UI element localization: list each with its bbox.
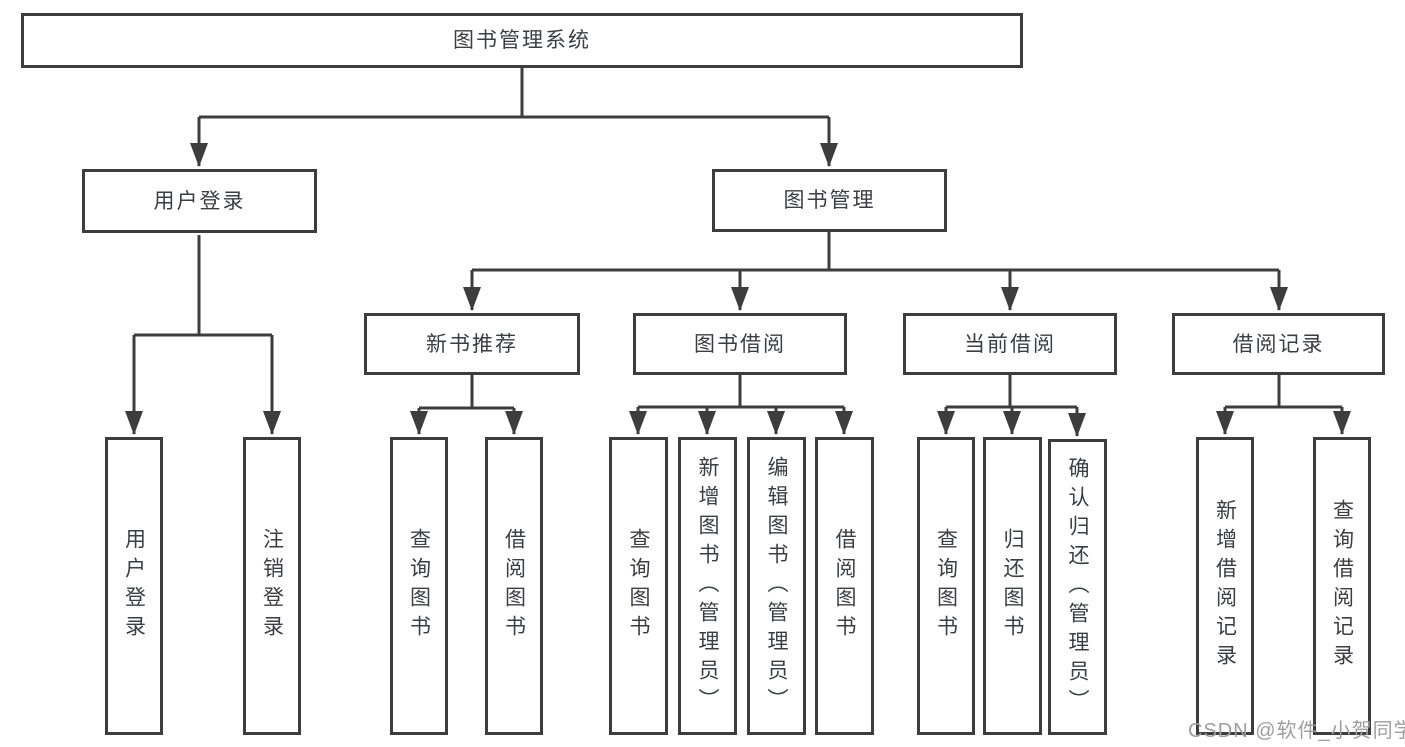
node-borrowing-records: 借阅记录: [1172, 313, 1385, 375]
leaf-query-books-borrowing-label: 查询图书: [627, 528, 650, 644]
leaf-query-books-current-label: 查询图书: [934, 528, 958, 644]
leaf-add-borrow-record-label: 新增借阅记录: [1213, 499, 1237, 673]
leaf-query-borrow-record-label: 查询借阅记录: [1330, 499, 1354, 673]
leaf-logout: 注销登录: [243, 437, 301, 735]
leaf-confirm-return-admin-label: 确认归还（管理员）: [1066, 456, 1089, 718]
leaf-return-books: 归还图书: [983, 437, 1042, 735]
leaf-borrow-books-borrowing: 借阅图书: [815, 437, 874, 735]
leaf-logout-label: 注销登录: [260, 528, 284, 644]
node-book-borrowing: 图书借阅: [633, 313, 847, 375]
leaf-borrow-books-borrowing-label: 借阅图书: [833, 528, 856, 644]
leaf-query-books-recommend-label: 查询图书: [407, 528, 431, 644]
node-new-book-recommend-label: 新书推荐: [426, 332, 518, 356]
connector-arrows: [125, 117, 1351, 437]
node-book-management: 图书管理: [712, 169, 947, 232]
node-borrowing-records-label: 借阅记录: [1232, 332, 1325, 356]
leaf-add-borrow-record: 新增借阅记录: [1196, 437, 1254, 735]
leaf-edit-books-admin: 编辑图书（管理员）: [747, 437, 806, 735]
leaf-add-books-admin-label: 新增图书（管理员）: [696, 455, 719, 717]
leaf-edit-books-admin-label: 编辑图书（管理员）: [765, 455, 788, 717]
node-current-borrowing-label: 当前借阅: [964, 332, 1056, 356]
node-user-login: 用户登录: [82, 169, 317, 233]
leaf-query-books-recommend: 查询图书: [390, 437, 448, 735]
node-user-login-label: 用户登录: [153, 189, 246, 213]
leaf-query-borrow-record: 查询借阅记录: [1313, 437, 1371, 735]
csdn-watermark: CSDN @软件_小贺同学: [1188, 720, 1405, 742]
leaf-user-login-label: 用户登录: [122, 528, 146, 644]
node-root-label: 图书管理系统: [453, 29, 591, 52]
leaf-query-books-borrowing: 查询图书: [609, 437, 668, 735]
connector-rails: [134, 68, 1342, 410]
leaf-return-books-label: 归还图书: [1001, 528, 1024, 644]
node-new-book-recommend: 新书推荐: [364, 313, 580, 375]
leaf-borrow-books-recommend: 借阅图书: [485, 437, 543, 735]
node-root: 图书管理系统: [21, 13, 1023, 68]
leaf-confirm-return-admin: 确认归还（管理员）: [1048, 439, 1107, 735]
leaf-add-books-admin: 新增图书（管理员）: [678, 437, 737, 735]
node-current-borrowing: 当前借阅: [903, 313, 1117, 375]
leaf-borrow-books-recommend-label: 借阅图书: [502, 528, 526, 644]
node-book-management-label: 图书管理: [783, 189, 876, 212]
node-book-borrowing-label: 图书借阅: [694, 332, 786, 356]
leaf-user-login: 用户登录: [105, 437, 163, 735]
leaf-query-books-current: 查询图书: [917, 437, 975, 735]
